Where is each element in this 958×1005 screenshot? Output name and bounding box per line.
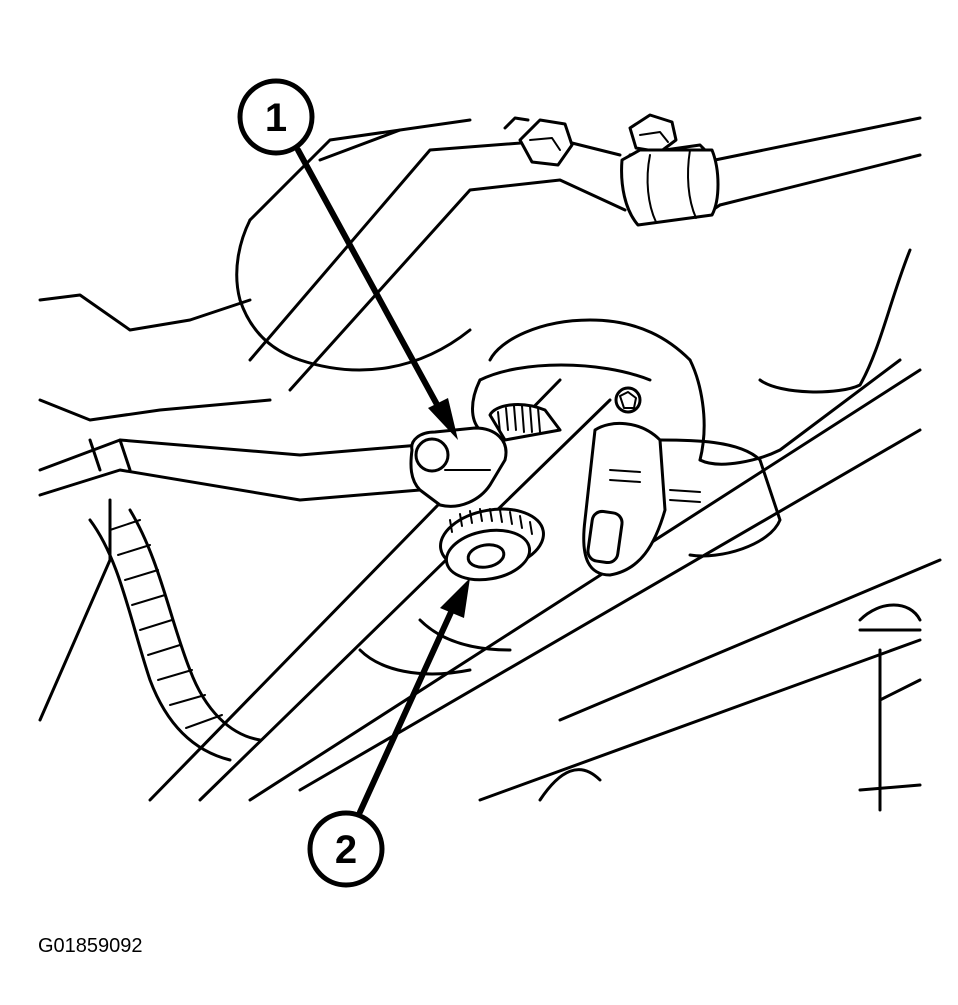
tie-rod bbox=[38, 438, 422, 502]
upper-tube bbox=[248, 116, 922, 392]
knurled-adjuster bbox=[439, 507, 545, 582]
gear-housing bbox=[471, 248, 912, 466]
callout-1-circle bbox=[237, 78, 315, 156]
hex-nut-right bbox=[628, 113, 678, 154]
hex-nut-left bbox=[503, 116, 574, 167]
callout-2-label: 2 bbox=[335, 828, 357, 872]
pinch-bolt-clamp bbox=[409, 426, 508, 508]
callout-2-circle bbox=[307, 810, 385, 888]
upper-housing bbox=[235, 118, 472, 372]
frame-rails bbox=[148, 368, 942, 802]
splined-shaft bbox=[488, 403, 562, 442]
figure-id-label: G01859092 bbox=[38, 935, 143, 957]
callout-1-label: 1 bbox=[265, 96, 287, 140]
callout-1: 1 bbox=[237, 78, 458, 440]
coupling-joint bbox=[582, 421, 782, 577]
callout-2: 2 bbox=[307, 578, 470, 888]
hose-coupling bbox=[620, 148, 720, 227]
arrowhead-1 bbox=[428, 398, 458, 440]
left-bracket bbox=[38, 293, 272, 762]
lower-right-details bbox=[358, 603, 922, 812]
arrowhead-2 bbox=[440, 578, 470, 618]
